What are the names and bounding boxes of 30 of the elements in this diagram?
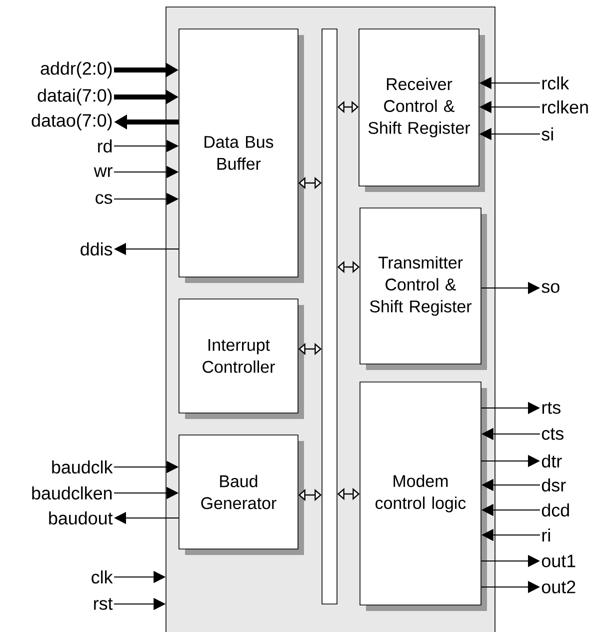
signal-name: dsr — [542, 478, 566, 492]
signal-name: out2 — [542, 580, 576, 594]
signal-name: baudclk — [52, 460, 113, 474]
signal-name: so — [542, 283, 560, 293]
signal-name: ri — [542, 528, 550, 542]
signal-name: out1 — [542, 554, 576, 568]
block-box: Baud Generator — [178, 434, 304, 555]
block-box: Modem control logic — [360, 382, 487, 611]
block-box: Data Bus Buffer — [178, 28, 304, 283]
signal-name: baudclken — [32, 486, 112, 500]
signal-name: datao(7:0) — [32, 114, 112, 130]
signal-name: cts — [542, 428, 564, 440]
signal-name: datai(7:0) — [38, 88, 112, 106]
signal-name: ddis — [80, 242, 112, 256]
signal-name: dcd — [542, 503, 569, 517]
block-box: Receiver Control & Shift Register — [358, 28, 485, 192]
signal-name: addr(2:0) — [40, 62, 112, 78]
signal-name: rts — [542, 402, 560, 414]
signal-name: rclken — [542, 100, 588, 114]
signal-name: wr — [94, 167, 112, 177]
signal-name: rclk — [542, 76, 570, 90]
signal-name: dtr — [542, 454, 562, 468]
block-box: Interrupt Controller — [178, 298, 304, 419]
signal-name: baudout — [49, 511, 113, 525]
signal-name: clk — [92, 570, 113, 584]
signal-name: cs — [96, 194, 112, 204]
signal-name: si — [542, 127, 553, 141]
signal-name: rst — [94, 598, 113, 610]
signal-name: rd — [98, 139, 112, 153]
block-box: Transmitter Control & Shift Register — [360, 208, 487, 370]
